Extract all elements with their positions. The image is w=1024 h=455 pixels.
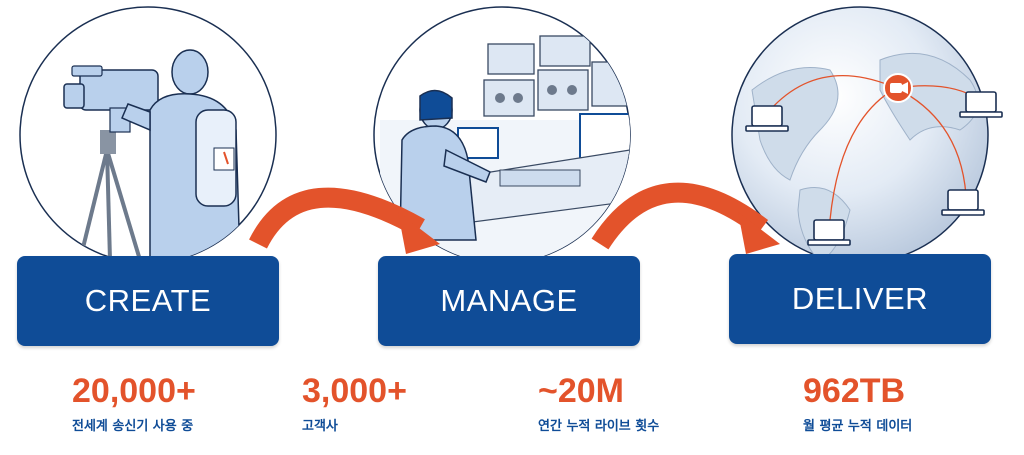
arrow-icon: [249, 187, 440, 254]
step-create-label: CREATE: [84, 283, 212, 318]
stat-value: ~20M: [538, 372, 624, 410]
step-manage-label: MANAGE: [440, 283, 578, 318]
stat-transmitters: 20,000+ 전세계 송신기 사용 중: [72, 372, 196, 436]
stat-live-sessions: ~20M 연간 누적 라이브 횟수: [538, 372, 659, 436]
stat-monthly-data: 962TB 월 평균 누적 데이터: [803, 372, 912, 436]
step-create-box: CREATE: [17, 256, 279, 346]
stat-value: 3,000+: [302, 372, 407, 410]
stat-label: 전세계 송신기 사용 중: [72, 419, 194, 434]
stat-value: 962TB: [803, 372, 906, 410]
step-deliver-label: DELIVER: [791, 281, 929, 316]
operator-figure: [121, 49, 241, 261]
step-deliver-box: DELIVER: [729, 254, 991, 344]
globe-delivery-illustration: [731, 6, 1003, 264]
wall-monitors: [483, 35, 630, 117]
stat-label: 월 평균 누적 데이터: [803, 419, 913, 434]
stat-value: 20,000+: [72, 372, 196, 410]
control-room-operator-illustration: [373, 6, 631, 264]
operator-figure: [399, 89, 491, 241]
tripod-icon: [78, 149, 142, 261]
stat-label: 고객사: [302, 419, 338, 434]
stat-customers: 3,000+ 고객사: [302, 372, 407, 436]
stat-label: 연간 누적 라이브 횟수: [538, 419, 660, 434]
step-manage-box: MANAGE: [378, 256, 640, 346]
laptop-icon: [745, 91, 1003, 246]
arrow-icon: [591, 182, 780, 254]
camera-operator-illustration: [19, 6, 277, 264]
